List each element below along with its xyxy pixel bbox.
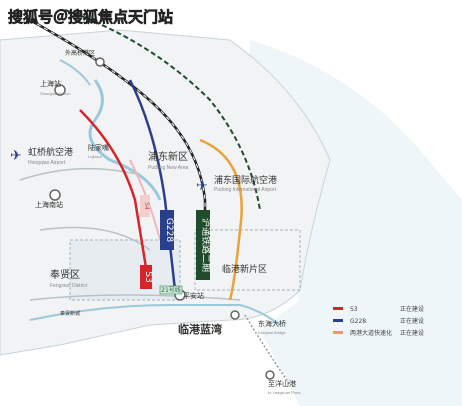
- route-s3-line: [79, 109, 150, 281]
- donghai-bridge-line: [244, 314, 291, 386]
- line-21-badge: [159, 285, 183, 295]
- legend-lianggang-swatch: [333, 331, 343, 334]
- legend-lianggang-label: 两港大道快速化: [350, 329, 392, 337]
- fengxian-district-label: 奉贤区: [50, 268, 80, 281]
- huangpu-river: [88, 79, 162, 201]
- coastal-line: [29, 304, 281, 326]
- fengxian-district-label-en: Fengxian District: [50, 283, 88, 289]
- hongqiao-airplane-icon: ✈: [10, 148, 22, 164]
- donghai-bridge-label: 东海大桥: [258, 319, 286, 328]
- hutong-line: [64, 9, 261, 211]
- route-s3-badge: [140, 265, 152, 289]
- route-g228-badge: [160, 210, 174, 250]
- legend-s3-label: S3: [350, 306, 358, 313]
- shanghai-south-station-label: 上海南站: [35, 200, 63, 209]
- route-g228-label: G228: [164, 218, 174, 242]
- pudong-airplane-icon: ✈: [196, 178, 208, 194]
- shanghai-station-label-en: Shanghai Station: [40, 91, 70, 96]
- route-s4-badge: [140, 195, 150, 217]
- route-s4-label: S4: [143, 202, 150, 210]
- road: [29, 294, 241, 301]
- fengxian-new-city-label: 奉贤新城: [60, 310, 80, 317]
- pingan-station-label: 平安站: [183, 291, 204, 300]
- road: [19, 167, 141, 181]
- railway-line-dash: [29, 19, 206, 280]
- pudong-airport-label: 浦东国际航空港: [214, 174, 277, 186]
- north-hub-marker: [95, 57, 105, 67]
- pudong-airport-label-en: Pudong International Airport: [214, 187, 277, 193]
- pudong-new-area-label: 浦东新区: [148, 150, 188, 163]
- legend-s3-status: 正在建设: [400, 305, 424, 313]
- legend-g228-swatch: [333, 319, 343, 322]
- pudong-new-area-label-en: Pudong New Area: [148, 165, 189, 171]
- lujiazui-label-en: Lujiazui: [88, 154, 102, 159]
- watermark-text: 搜狐号＠搜狐焦点天门站: [8, 8, 173, 26]
- legend-g228-status: 正在建设: [400, 317, 424, 325]
- lujiazui-label: 陆家嘴: [88, 143, 109, 152]
- line-21-label: 21号线: [161, 286, 181, 294]
- shanghai-south-station-marker: [49, 189, 61, 201]
- hongqiao-airport-label-en: Hongqiao Airport: [28, 160, 66, 166]
- legend-lianggang-status: 正在建设: [400, 329, 424, 337]
- shanghai-station-marker: [54, 84, 66, 96]
- donghai-bridge-label-en: Donghai Bridge: [258, 330, 286, 335]
- yangshan-port-label-en: to Yangshan Ports: [268, 390, 301, 395]
- legend: S3 正在建设 G228 正在建设 两港大道快速化 正在建设: [333, 305, 424, 337]
- yangshan-port-label: 至洋山港: [268, 379, 296, 388]
- north-hub-label: 外高桥港区: [65, 49, 95, 57]
- yangshan-marker: [265, 370, 275, 380]
- lingang-bay-label: 临港蓝湾: [178, 322, 222, 336]
- lingang-boundary: [194, 229, 301, 291]
- route-s3-label: S3: [143, 271, 153, 282]
- route-g228-line: [128, 79, 177, 291]
- route-hutong-badge: [196, 210, 210, 280]
- legend-g228-label: G228: [350, 318, 366, 325]
- suzhou-creek: [59, 59, 91, 86]
- legend-s3-swatch: [333, 307, 343, 310]
- lingang-station-marker: [230, 310, 240, 320]
- lingang-new-area-label: 临港新片区: [222, 263, 267, 275]
- hongqiao-airport-label: 虹桥航空港: [28, 146, 73, 158]
- route-lianggang-line: [199, 138, 243, 301]
- shanghai-station-label: 上海站: [40, 79, 61, 88]
- route-hutong-label: 沪通铁路二期: [200, 218, 212, 272]
